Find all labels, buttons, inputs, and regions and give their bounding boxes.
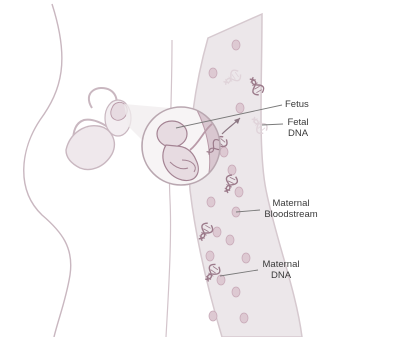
- blood-cell: [209, 68, 217, 78]
- blood-cell: [220, 147, 228, 157]
- label-fetal-dna-line1: Fetal: [280, 117, 316, 128]
- label-fetal-dna-line2: DNA: [280, 128, 316, 139]
- label-maternal-dna-line1: Maternal: [256, 259, 306, 270]
- blood-cell: [235, 187, 243, 197]
- blood-cell: [240, 313, 248, 323]
- blood-cell: [209, 311, 217, 321]
- maternal-body-outline: [24, 4, 71, 337]
- blood-cell: [232, 287, 240, 297]
- label-maternal-bloodstream: Maternal Bloodstream: [255, 198, 327, 220]
- blood-cell: [226, 235, 234, 245]
- blood-cell: [236, 103, 244, 113]
- blood-cell: [207, 197, 215, 207]
- label-maternal-dna-line2: DNA: [256, 270, 306, 281]
- blood-cell: [217, 275, 225, 285]
- label-maternal-bloodstream-line2: Bloodstream: [255, 209, 327, 220]
- blood-cell: [228, 165, 236, 175]
- label-maternal-bloodstream-line1: Maternal: [255, 198, 327, 209]
- blood-cell: [206, 251, 214, 261]
- label-fetal-dna: Fetal DNA: [280, 117, 316, 139]
- blood-cell: [213, 227, 221, 237]
- blood-cell: [232, 40, 240, 50]
- label-maternal-dna: Maternal DNA: [256, 259, 306, 281]
- label-fetus: Fetus: [285, 99, 309, 110]
- blood-cell: [242, 253, 250, 263]
- maternal-body-inner-outline: [166, 40, 172, 337]
- uterus: [66, 88, 131, 169]
